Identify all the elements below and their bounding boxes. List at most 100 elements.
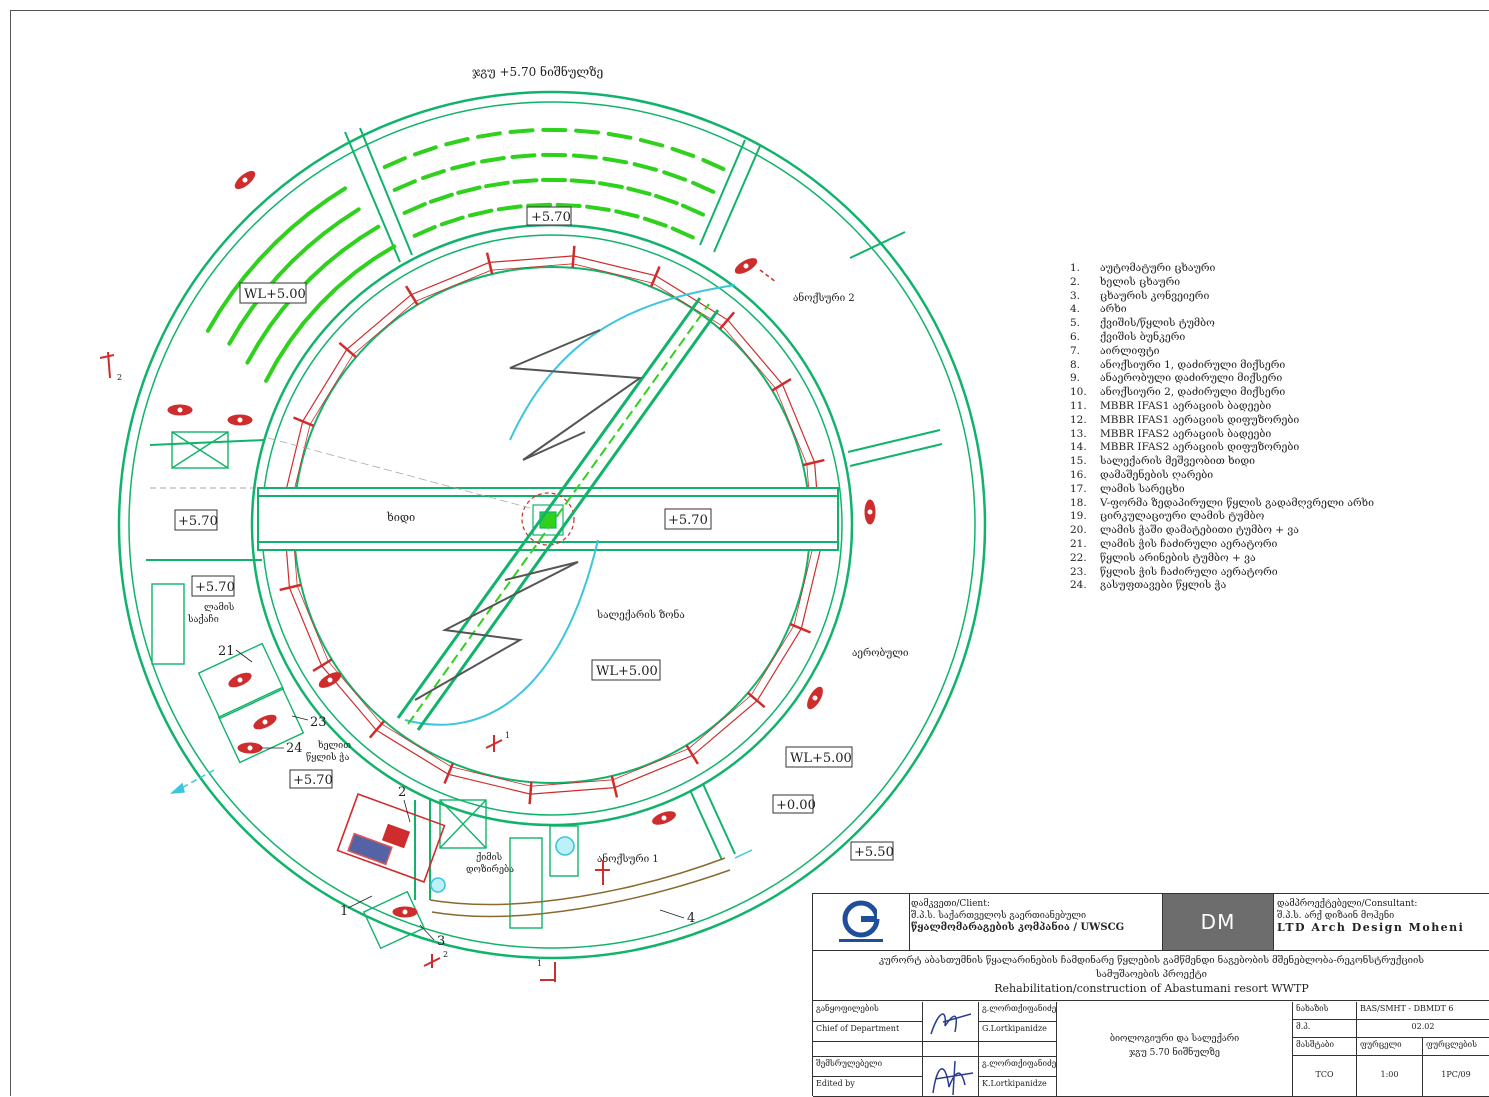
pump-symbol — [317, 670, 343, 691]
legend-item: 3.ცხაურის კონვეიერი — [1070, 290, 1430, 304]
rc-2-2: ფურცლების — [1423, 1038, 1489, 1056]
weir-tick — [720, 312, 734, 329]
legend-item: 20.ლამის ჭაში დამატებითი ტუმბო + ვა — [1070, 524, 1430, 538]
elev-wl-upper-left: WL+5.00 — [244, 287, 306, 302]
legend-number: 20. — [1070, 524, 1100, 538]
pump-symbol — [168, 405, 192, 415]
elev-lower-left: +5.70 — [293, 773, 333, 788]
elev-left-platform: +5.70 — [178, 514, 218, 529]
svg-text:1: 1 — [505, 731, 510, 740]
diffuser — [278, 260, 293, 276]
legend-text: აუტომატური ცხაური — [1100, 262, 1215, 276]
diffuser — [423, 171, 444, 178]
legend-number: 4. — [1070, 303, 1100, 317]
diffuser — [616, 211, 637, 216]
diffuser — [604, 159, 626, 163]
diffuser — [229, 325, 240, 344]
diffuser — [452, 163, 473, 168]
diffuser — [245, 259, 259, 276]
legend-item: 2.ხელის ცხაური — [1070, 276, 1430, 290]
rc-1-1: 02.02 — [1357, 1020, 1489, 1038]
diffuser — [458, 188, 479, 193]
legend-number: 10. — [1070, 386, 1100, 400]
legend-item: 21.ლამის ჭის ჩაძირული აერატორი — [1070, 538, 1430, 552]
legend-text: ლამის სარეცხი — [1100, 483, 1185, 497]
diffuser — [270, 309, 283, 327]
legend-text: ლამის ჭაში დამატებითი ტუმბო + ვა — [1100, 524, 1299, 538]
pump-symbol — [651, 809, 677, 827]
legend-number: 1. — [1070, 262, 1100, 276]
legend-text: ცირკულაციური ლამის ტუმბო — [1100, 510, 1264, 524]
legend-number: 8. — [1070, 359, 1100, 373]
legend-text: ანოქსიური 2, დაძირული მიქსერი — [1100, 386, 1285, 400]
legend-item: 7.აირლიფტი — [1070, 345, 1430, 359]
rc-3-2: 1PC/09 — [1423, 1056, 1489, 1097]
diffuser — [470, 211, 491, 216]
legend-text: ხელის ცხაური — [1100, 276, 1180, 290]
sheet-title-ka: ბიოლოგიური და სალექარი — [1060, 1032, 1289, 1046]
diffuser — [305, 305, 320, 322]
legend-item: 9.ანაერობული დაძირული მიქსერი — [1070, 372, 1430, 386]
consultant-label: დამპროექტებელი/Consultant: — [1277, 898, 1487, 910]
rc-3-0: TCO — [1293, 1056, 1357, 1097]
weir-tick — [313, 659, 332, 670]
legend-text: ანოქსიური 1, დაძირული მიქსერი — [1100, 359, 1285, 373]
legend-item: 10.ანოქსიური 2, დაძირული მიქსერი — [1070, 386, 1430, 400]
diffuser — [478, 133, 500, 137]
diffuser — [340, 209, 358, 221]
blank-row — [813, 1042, 923, 1057]
pump-symbol — [393, 907, 417, 917]
weir-tick — [748, 693, 765, 707]
diffuser-grid — [208, 130, 724, 381]
legend-text: MBBR IFAS2 აერაციის ბადეები — [1100, 428, 1271, 442]
diffuser — [511, 130, 533, 132]
svg-text:1: 1 — [537, 959, 542, 968]
label-reactor-1: ანოქსური 1 — [597, 853, 659, 865]
legend-item: 13.MBBR IFAS2 აერაციის ბადეები — [1070, 428, 1430, 442]
legend-text: დამაშენების ღარები — [1100, 469, 1213, 483]
legend-item: 12.MBBR IFAS1 აერაციის დიფუზორები — [1070, 414, 1430, 428]
legend-text: ანაერობული დაძირული მიქსერი — [1100, 372, 1282, 386]
label-settler-zone: სალექარის ზონა — [596, 609, 685, 621]
weir-tick — [772, 379, 791, 390]
diffuser — [415, 227, 435, 236]
consultant-logo: DM — [1162, 894, 1274, 950]
diffuser — [291, 323, 304, 341]
diffuser — [635, 164, 656, 170]
legend-item: 4.არხი — [1070, 303, 1430, 317]
rc-0-1: BAS/SMHT - DBMDT 6 — [1357, 1002, 1489, 1020]
diffuser — [326, 250, 343, 264]
legend-number: 11. — [1070, 400, 1100, 414]
diffuser — [292, 214, 309, 228]
weir-tick — [339, 343, 356, 357]
label-bridge: ხიდი — [386, 511, 415, 524]
diffuser — [482, 158, 504, 162]
legend-text: არხი — [1100, 303, 1127, 317]
client-name-ka2: წყალმომარაგების კომპანია / UWSCG — [911, 922, 1161, 934]
pump-symbol — [733, 256, 759, 277]
diffuser — [641, 140, 662, 146]
legend-text: MBBR IFAS1 აერაციის დიფუზორები — [1100, 414, 1299, 428]
diffuser — [385, 158, 405, 167]
legend-item: 22.წყლის არინების ტუმბო + ვა — [1070, 552, 1430, 566]
sheet-title-cell: ბიოლოგიური და სალექარი ჯგუ 5.70 ნიშნულზე — [1057, 1002, 1293, 1097]
sheet-title-ka2: ჯგუ 5.70 ნიშნულზე — [1060, 1046, 1289, 1060]
diffuser — [292, 246, 308, 261]
legend-item: 18.V-ფორმა ზედაპირული წყლის გადამღვრელი … — [1070, 497, 1430, 511]
diffuser — [442, 218, 463, 225]
legend-item: 19.ცირკულაციური ლამის ტუმბო — [1070, 510, 1430, 524]
callout-3: 3 — [437, 934, 445, 949]
name-ka-1: გ.ლორთქიფანიძე — [979, 1002, 1057, 1022]
client-name-ka: შ.პ.ს. საქართველოს გაერთიანებული — [911, 910, 1161, 922]
diffuser — [278, 342, 290, 361]
callout-21: 21 — [218, 644, 235, 659]
legend-number: 19. — [1070, 510, 1100, 524]
blank-row-3 — [979, 1042, 1057, 1057]
diffuser — [514, 180, 536, 182]
diffuser — [486, 183, 508, 187]
role-ka-2: შემსრულებელი — [813, 1057, 923, 1077]
legend-text: წყლის ჭის ჩაძირული აერატორი — [1100, 566, 1278, 580]
legend-number: 16. — [1070, 469, 1100, 483]
signature-2 — [925, 1057, 977, 1097]
legend-text: სალექარის მეშვეობით ხიდი — [1100, 455, 1255, 469]
